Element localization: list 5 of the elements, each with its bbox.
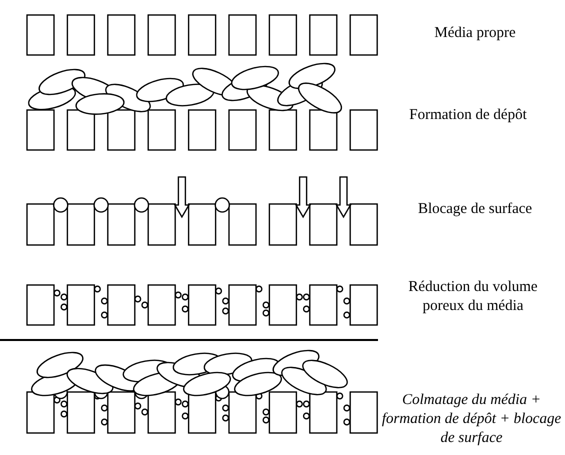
stage-label: Colmatage du média + formation de dépôt + blocage de surface bbox=[380, 391, 562, 448]
stage-label: Blocage de surface bbox=[416, 200, 534, 219]
stage-label: Média propre bbox=[433, 24, 517, 43]
stage-label: Réduction du volume poreux du média bbox=[407, 278, 539, 316]
stage-label: Formation de dépôt bbox=[408, 106, 528, 125]
